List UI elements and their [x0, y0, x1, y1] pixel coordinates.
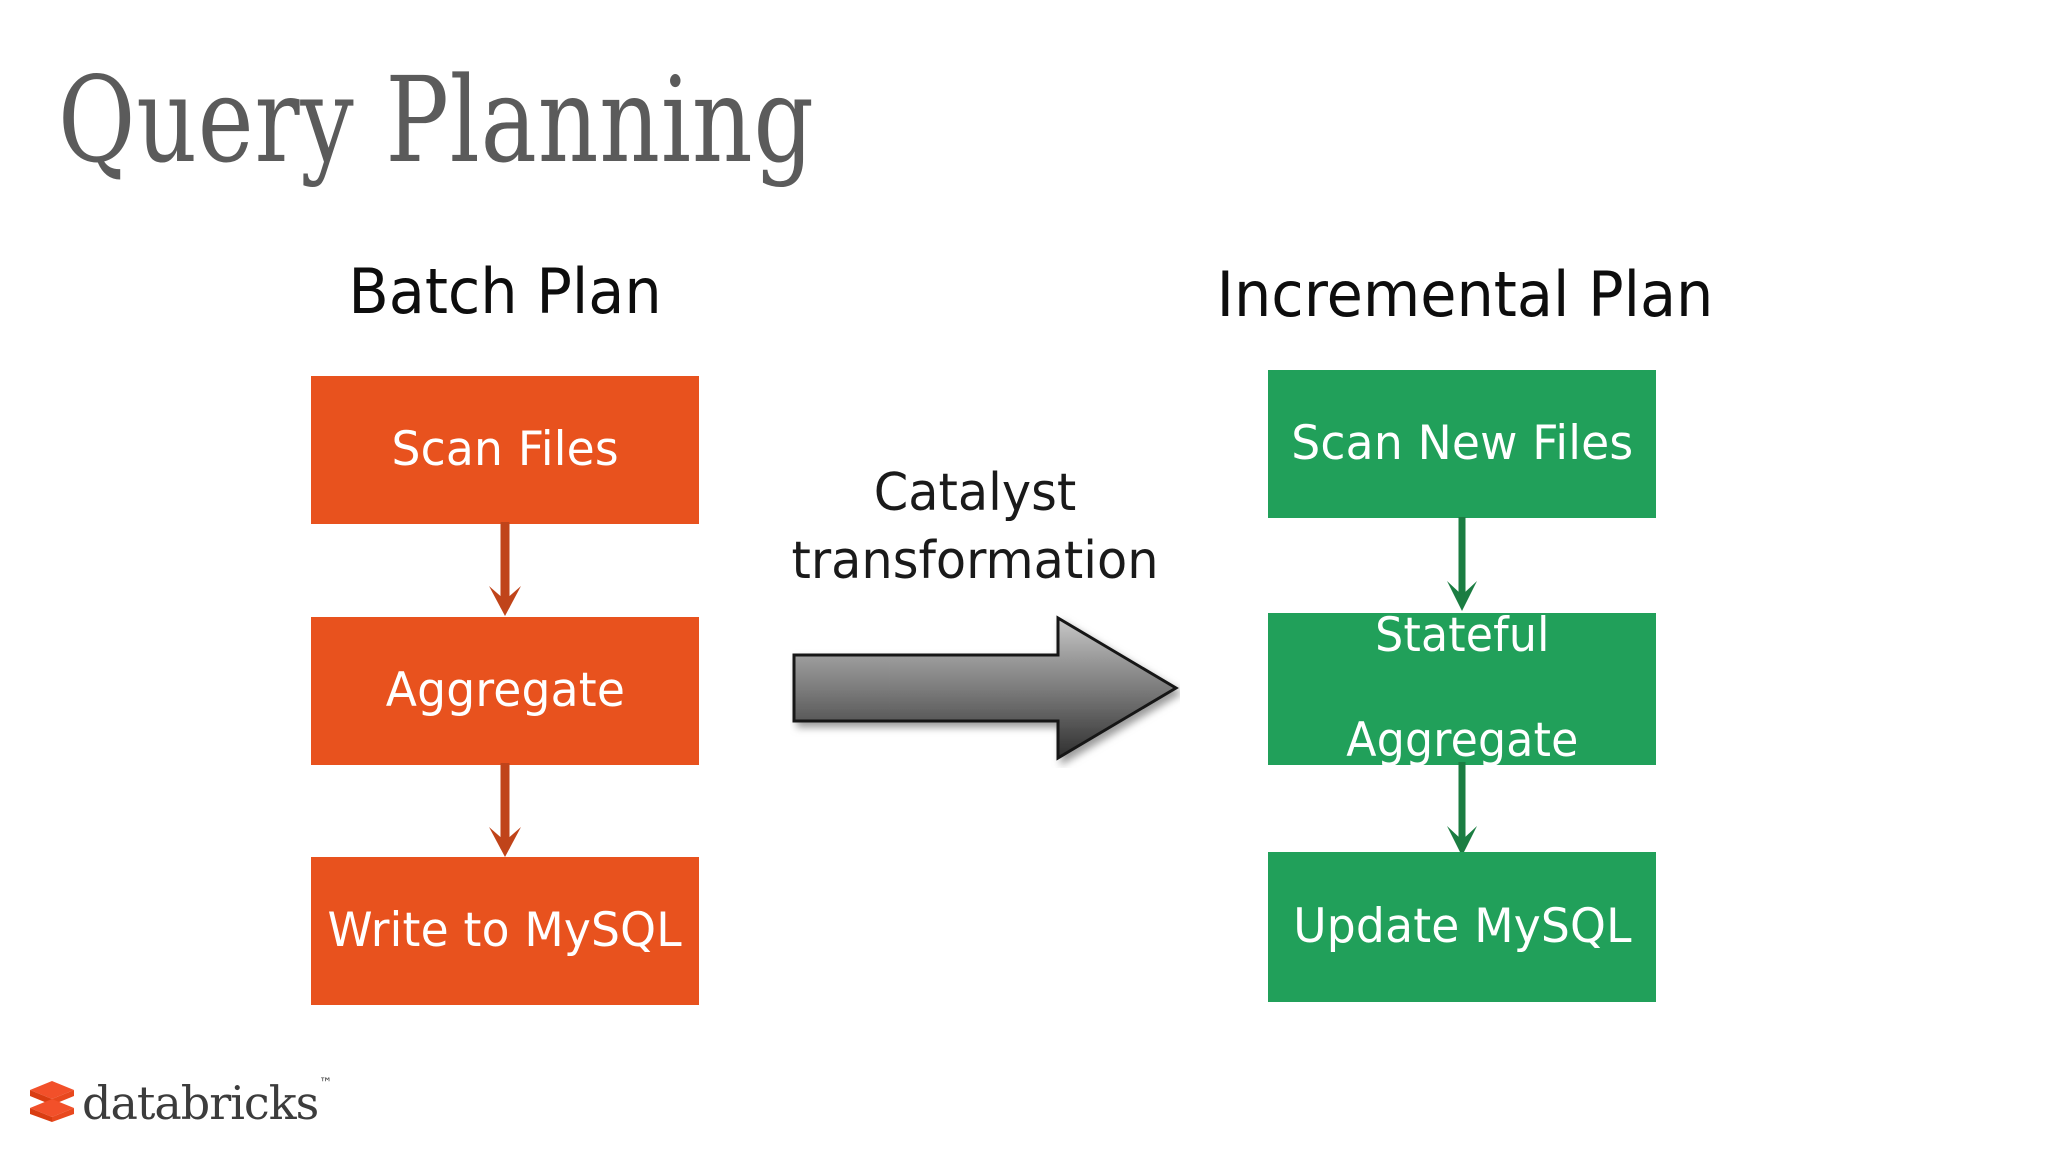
incremental-flow-arrow-1 [1447, 517, 1477, 611]
right-block-arrow-icon [792, 615, 1179, 761]
incremental-flow-arrow-2 [1447, 762, 1477, 856]
incremental-step-update-mysql-label: Update MySQL [1292, 898, 1632, 954]
batch-step-aggregate-label: Aggregate [385, 662, 625, 718]
incremental-plan-heading: Incremental Plan [1216, 258, 1714, 331]
batch-step-scan-files-label: Scan Files [391, 421, 619, 477]
stateful-aggregate-line2: Aggregate [1345, 713, 1579, 769]
incremental-step-scan-new-files-label: Scan New Files [1290, 415, 1634, 471]
catalyst-label-line2: transformation [791, 530, 1159, 591]
incremental-step-scan-new-files[interactable]: Scan New Files [1268, 370, 1656, 518]
batch-step-write-to-mysql[interactable]: Write to MySQL [311, 857, 699, 1005]
databricks-wordmark: databricks™ [82, 1077, 332, 1126]
incremental-step-update-mysql[interactable]: Update MySQL [1268, 852, 1656, 1002]
incremental-step-stateful-aggregate-label: Stateful Aggregate [1342, 608, 1581, 769]
batch-flow-arrow-2 [489, 763, 521, 857]
batch-flow-arrow-1 [489, 522, 521, 616]
databricks-bricks-icon [30, 1081, 74, 1122]
incremental-step-stateful-aggregate[interactable]: Stateful Aggregate [1268, 608, 1656, 769]
catalyst-label-line1: Catalyst [873, 463, 1077, 523]
databricks-wordmark-text: databricks [82, 1076, 319, 1130]
batch-step-scan-files[interactable]: Scan Files [311, 376, 699, 524]
page-title: Query Planning [58, 51, 815, 189]
batch-step-write-to-mysql-label: Write to MySQL [327, 902, 683, 958]
stateful-aggregate-line1: Stateful [1374, 608, 1550, 664]
catalyst-transformation-label: Catalyst transformation [757, 460, 1194, 595]
trademark-symbol: ™ [319, 1075, 332, 1091]
batch-step-aggregate[interactable]: Aggregate [311, 617, 699, 765]
batch-plan-heading: Batch Plan [348, 255, 662, 328]
databricks-logo: databricks™ [28, 1072, 332, 1130]
